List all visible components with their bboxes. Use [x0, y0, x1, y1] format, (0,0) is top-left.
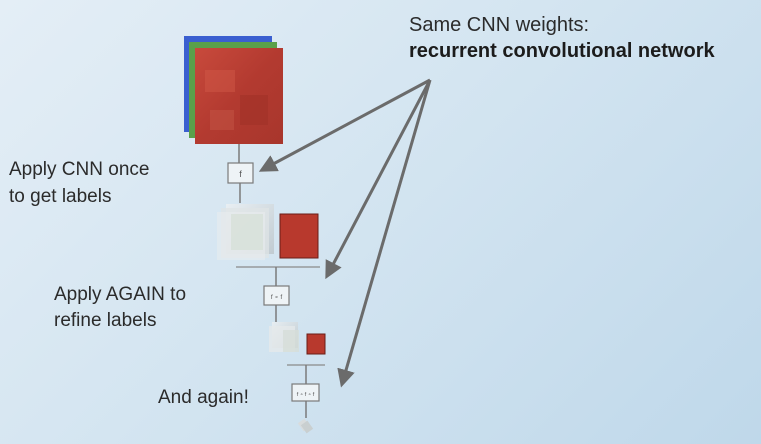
weight-sharing-arrows	[258, 78, 432, 388]
arrow-to-box-3	[337, 79, 432, 388]
function-box-2-label: f ∘ f	[271, 294, 282, 301]
output-stack-1	[217, 204, 319, 260]
output-stack-2	[269, 322, 326, 355]
header-line-1: Same CNN weights:	[409, 14, 590, 36]
label-map-1	[279, 213, 319, 259]
function-box-2: f ∘ f	[263, 285, 290, 306]
arrow-to-box-2	[325, 79, 432, 280]
arrow-to-box-1	[258, 78, 431, 172]
step-1-line-1: Apply CNN once	[9, 159, 150, 180]
output-stack-3	[297, 418, 314, 434]
label-map-2	[306, 333, 326, 355]
function-box-3: f ∘ f ∘ f	[291, 383, 320, 402]
step-2-line-1: Apply AGAIN to	[54, 284, 187, 305]
function-box-1: f	[227, 162, 254, 184]
function-box-1-label: f	[239, 169, 242, 179]
input-image-stack	[184, 36, 283, 144]
function-box-3-label: f ∘ f ∘ f	[297, 392, 315, 398]
red-channel	[195, 48, 283, 144]
step-2-line-2: refine labels	[54, 310, 157, 331]
step-1-line-2: to get labels	[9, 186, 112, 207]
header-line-2: recurrent convolutional network	[409, 40, 715, 62]
step-3-line-1: And again!	[158, 387, 249, 408]
